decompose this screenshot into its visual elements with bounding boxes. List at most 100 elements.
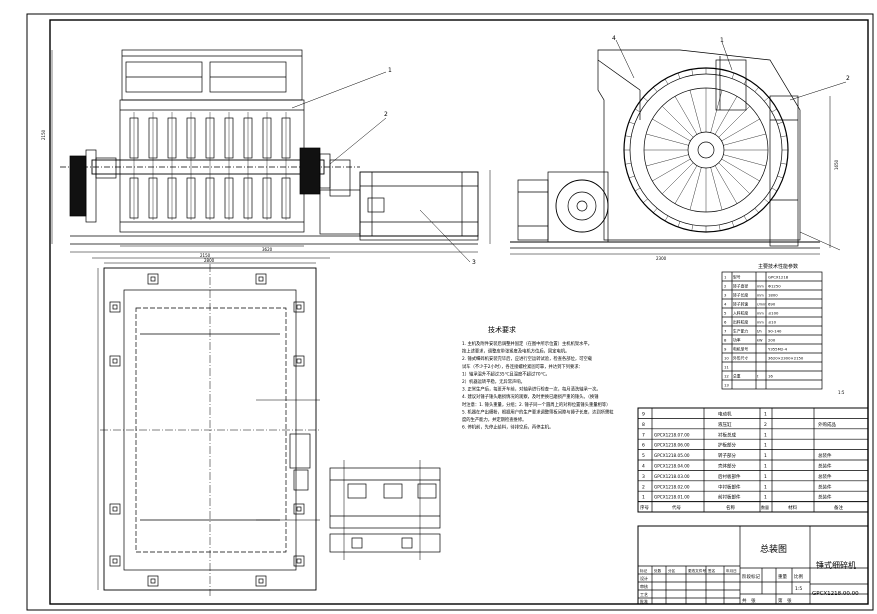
svg-text:总装件: 总装件 (818, 463, 832, 470)
svg-text:GPCX1218: GPCX1218 (768, 275, 789, 280)
drawing-number: GPCX1218.00.00 (812, 591, 859, 597)
tech-req-line: 6. 停机前，先停止给料，待排空后，再停主机。 (462, 424, 553, 431)
svg-text:8: 8 (642, 422, 645, 428)
callout-side-1: 1 (720, 37, 724, 44)
svg-text:代号: 代号 (672, 504, 681, 511)
svg-text:t/h: t/h (757, 330, 762, 334)
svg-text:12: 12 (724, 374, 729, 379)
params-row: 9 电机型号 Y355M2-4 (724, 347, 788, 352)
tech-req-lines: 1. 主机及附件安装后调整并固定（在图中所示位置）主机机架水平。 按上述要求，调… (462, 340, 614, 431)
svg-text:转子直径: 转子直径 (733, 284, 748, 289)
svg-text:mm: mm (757, 312, 764, 316)
craft-label: 工艺 (640, 592, 648, 597)
svg-text:2: 2 (724, 284, 727, 289)
svg-text:9: 9 (724, 347, 727, 352)
svg-text:1: 1 (764, 432, 767, 438)
approval-label: 批准 (640, 598, 648, 604)
front-view (51, 49, 491, 263)
svg-text:电机型号: 电机型号 (733, 347, 748, 352)
svg-text:1: 1 (764, 464, 767, 470)
plan-view (97, 262, 441, 596)
svg-text:GPCX1218.06.00: GPCX1218.06.00 (654, 443, 690, 448)
tech-req-line: 2）机器运转平稳，无异常声响。 (462, 378, 525, 385)
revision-headers: 标记处数分区更改文件号签名年月日 (640, 568, 737, 573)
tech-req-line: 1）轴承温升不超过35℃且温度不超过70℃。 (462, 370, 550, 377)
svg-text:8: 8 (724, 338, 727, 343)
params-title: 主要技术性能参数 (758, 263, 798, 270)
motor-end-circle (555, 179, 609, 233)
weight-label: 重量 (778, 573, 787, 580)
callout-4: 4 (612, 35, 616, 42)
revision-header: 处数 (654, 568, 662, 573)
svg-text:备注: 备注 (834, 504, 843, 511)
callout-side-2: 2 (846, 75, 850, 82)
callout-1: 1 (388, 67, 392, 74)
svg-text:t: t (757, 375, 759, 379)
total-sheets: 共 张 (742, 597, 756, 604)
scale-label: 比例 (794, 573, 803, 580)
svg-text:GPCX1218.05.00: GPCX1218.05.00 (654, 453, 690, 458)
svg-text:90-140: 90-140 (768, 329, 782, 334)
svg-text:6: 6 (724, 320, 727, 325)
svg-text:2: 2 (642, 484, 645, 490)
svg-text:6: 6 (642, 443, 645, 449)
tech-req-line: 试车（不少于2小时），各连接螺栓紧固可靠，并达到下列要求： (462, 363, 583, 370)
svg-text:前衬板部件: 前衬板部件 (718, 494, 741, 501)
svg-text:总装件: 总装件 (818, 483, 832, 490)
tech-req-line: 5. 机器在产出细粉，根据用户的生产要求调整筛板间隙与锤子长度，达到所需粒 (462, 408, 614, 415)
svg-text:2: 2 (764, 422, 767, 428)
svg-text:转子长度: 转子长度 (733, 293, 748, 298)
svg-text:mm: mm (757, 285, 764, 289)
svg-text:1: 1 (764, 474, 767, 480)
outer-border (26, 13, 874, 611)
designer-label: 设计 (640, 575, 648, 581)
dim-front-width: 3620 (262, 247, 273, 252)
svg-text:4: 4 (642, 464, 645, 470)
svg-text:转子转速: 转子转速 (733, 302, 748, 307)
svg-text:11: 11 (724, 365, 729, 370)
svg-text:5: 5 (642, 453, 645, 459)
revision-header: 签名 (708, 568, 716, 573)
svg-text:mm: mm (757, 321, 764, 325)
svg-text:GPCX1218.01.00: GPCX1218.01.00 (654, 495, 690, 500)
bom-header: 序号代号名称数量材料备注 (640, 504, 843, 511)
svg-text:Φ1250: Φ1250 (768, 284, 781, 289)
svg-text:≤10: ≤10 (768, 320, 777, 325)
svg-text:材料: 材料 (788, 504, 797, 511)
svg-text:液压缸: 液压缸 (718, 421, 732, 428)
svg-text:3: 3 (724, 293, 727, 298)
svg-text:GPCX1218.07.00: GPCX1218.07.00 (654, 432, 690, 437)
svg-text:kW: kW (757, 339, 763, 343)
svg-text:后衬板部件: 后衬板部件 (718, 473, 741, 480)
svg-text:r/min: r/min (757, 303, 766, 307)
tech-req-line: 3. 正常生产后，每班开车前，对轴承进行检查一次，每月清洗轴承一次。 (462, 386, 601, 393)
svg-text:壳体部分: 壳体部分 (718, 463, 736, 470)
svg-text:护板部分: 护板部分 (718, 442, 736, 449)
side-view (510, 39, 847, 255)
svg-text:总装件: 总装件 (818, 494, 832, 501)
svg-text:3: 3 (642, 474, 645, 480)
tech-req-line: 时注意：1. 锤头重量，分组；2. 锤子同一个圆周上的对称位置锤头重量相等） (462, 401, 610, 408)
svg-text:总重: 总重 (733, 374, 741, 379)
svg-text:1: 1 (764, 412, 767, 418)
svg-text:名称: 名称 (726, 504, 735, 511)
svg-text:外购成品: 外购成品 (818, 421, 836, 428)
svg-text:GPCX1218.02.00: GPCX1218.02.00 (654, 484, 690, 489)
svg-text:1: 1 (764, 453, 767, 459)
machine-name: 锤式细碎机 (816, 560, 856, 570)
svg-text:电动机: 电动机 (718, 411, 732, 418)
svg-text:1: 1 (642, 495, 645, 501)
svg-text:≤100: ≤100 (768, 311, 779, 316)
dim-side-height: 1650 (834, 159, 839, 170)
tech-req-line: 1. 主机及附件安装后调整并固定（在图中所示位置）主机机架水平。 (462, 340, 592, 347)
svg-text:转子部分: 转子部分 (718, 452, 736, 459)
svg-text:Y355M2-4: Y355M2-4 (768, 347, 788, 352)
svg-text:中衬板部件: 中衬板部件 (718, 483, 741, 490)
svg-text:外形尺寸: 外形尺寸 (733, 356, 748, 361)
